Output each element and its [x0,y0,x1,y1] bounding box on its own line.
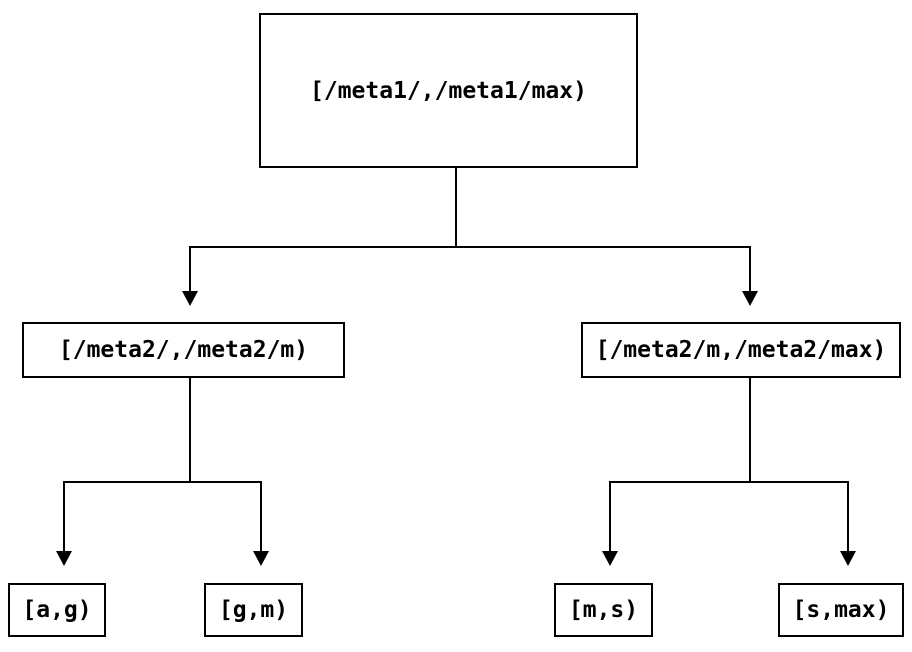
arrowhead-down-icon [182,291,198,306]
node-root: [/meta1/,/meta1/max) [259,13,638,168]
edge-left-split [63,481,262,552]
arrowhead-down-icon [840,551,856,566]
arrowhead-down-icon [602,551,618,566]
node-leaf-smax-label: [s,max) [792,597,890,623]
node-meta2-right-label: [/meta2/m,/meta2/max) [595,337,887,363]
edge-right-split [609,481,849,552]
arrowhead-down-icon [253,551,269,566]
node-meta2-left-label: [/meta2/,/meta2/m) [58,337,309,363]
node-leaf-ms-label: [m,s) [568,597,639,623]
node-leaf-smax: [s,max) [778,583,904,637]
node-leaf-ag: [a,g) [8,583,106,637]
node-meta2-right: [/meta2/m,/meta2/max) [581,322,901,378]
arrowhead-down-icon [742,291,758,306]
node-leaf-ms: [m,s) [554,583,653,637]
node-root-label: [/meta1/,/meta1/max) [310,77,587,104]
arrowhead-down-icon [56,551,72,566]
edge-level1-split [189,246,751,292]
node-leaf-ag-label: [a,g) [22,597,92,623]
node-leaf-gm: [g,m) [204,583,303,637]
node-leaf-gm-label: [g,m) [218,597,289,623]
node-meta2-left: [/meta2/,/meta2/m) [22,322,345,378]
